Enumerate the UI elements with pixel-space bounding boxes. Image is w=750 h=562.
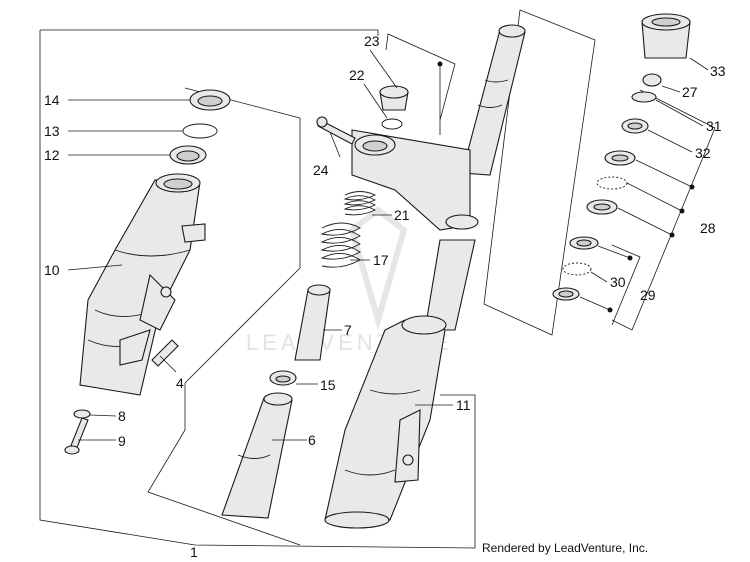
label-27: 27 <box>682 84 698 100</box>
label-21: 21 <box>394 207 410 223</box>
spring-21 <box>343 191 377 216</box>
bushing-15 <box>269 370 297 386</box>
tube-7 <box>294 284 331 361</box>
cap-33 <box>641 13 691 59</box>
label-11: 11 <box>456 397 471 413</box>
group-bracket-23 <box>385 33 456 121</box>
part-labels: 1 4 6 7 8 9 10 11 12 13 14 15 17 21 22 2… <box>44 33 726 560</box>
group-bracket-right <box>483 9 596 336</box>
label-17: 17 <box>373 252 389 268</box>
group-bracket-bearing <box>611 89 716 331</box>
label-13: 13 <box>44 123 60 139</box>
seal-12 <box>169 145 207 165</box>
washer-8 <box>73 409 91 419</box>
label-28: 28 <box>700 220 716 236</box>
tube-6 <box>221 392 293 519</box>
label-9: 9 <box>118 433 126 449</box>
screw-4 <box>151 339 179 367</box>
fork-leg-right <box>324 239 476 529</box>
bolt-24 <box>316 116 356 145</box>
steering-stem <box>351 24 526 231</box>
label-15: 15 <box>320 377 336 393</box>
label-1: 1 <box>190 544 198 560</box>
ring-13 <box>182 123 218 139</box>
group-bracket-1 <box>39 29 476 549</box>
label-6: 6 <box>308 432 316 448</box>
ring-22 <box>381 118 403 130</box>
label-10: 10 <box>44 262 60 278</box>
footer-credit: Rendered by LeadVenture, Inc. <box>482 541 649 555</box>
washer-31 <box>631 91 657 103</box>
leader-lines <box>67 49 709 441</box>
label-12: 12 <box>44 147 60 163</box>
label-32: 32 <box>695 145 711 161</box>
screw-9 <box>64 417 89 455</box>
reference-dots <box>437 61 695 313</box>
fork-leg-left <box>79 173 206 396</box>
label-30: 30 <box>610 274 626 290</box>
nut-27 <box>642 73 662 87</box>
label-4: 4 <box>176 375 184 391</box>
spring-17 <box>320 222 361 268</box>
seal-14 <box>189 89 231 111</box>
ring-32 <box>621 118 649 134</box>
bearing-29-lower <box>552 236 599 301</box>
label-14: 14 <box>44 92 60 108</box>
label-23: 23 <box>364 33 380 49</box>
label-7: 7 <box>344 322 352 338</box>
label-33: 33 <box>710 63 726 79</box>
bearing-28-upper <box>586 150 636 215</box>
cap-23 <box>379 85 409 111</box>
label-8: 8 <box>118 408 126 424</box>
label-24: 24 <box>313 162 329 178</box>
label-31: 31 <box>706 118 722 134</box>
label-22: 22 <box>349 67 365 83</box>
label-29: 29 <box>640 287 656 303</box>
